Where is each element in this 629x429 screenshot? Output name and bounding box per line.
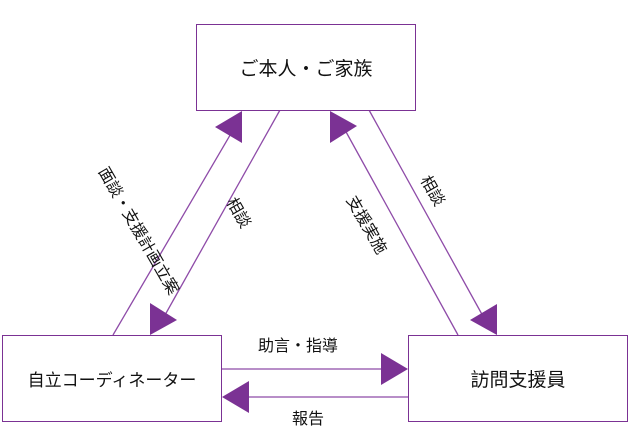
- edge-interview-plan-line: [112, 124, 237, 336]
- edge-consult-right-line: [368, 109, 485, 319]
- node-coordinator-label: 自立コーディネーター: [27, 371, 197, 391]
- node-visitor: 訪問支援員: [408, 335, 628, 422]
- edge-support-impl-line: [344, 129, 459, 336]
- node-coordinator: 自立コーディネーター: [2, 335, 222, 422]
- arrowhead-icon: [381, 353, 408, 385]
- arrowhead-icon: [470, 304, 497, 335]
- node-visitor-label: 訪問支援員: [470, 369, 566, 391]
- edge-report-label: 報告: [292, 409, 325, 428]
- node-person: ご本人・ご家族: [196, 24, 416, 111]
- arrowhead-icon: [150, 303, 177, 335]
- arrowhead-icon: [330, 111, 357, 143]
- arrowhead-icon: [222, 381, 249, 413]
- node-person-label: ご本人・ご家族: [239, 58, 373, 80]
- arrowhead-icon: [215, 111, 242, 143]
- edge-consult-left-line: [164, 109, 281, 316]
- edge-advice-label: 助言・指導: [258, 336, 339, 355]
